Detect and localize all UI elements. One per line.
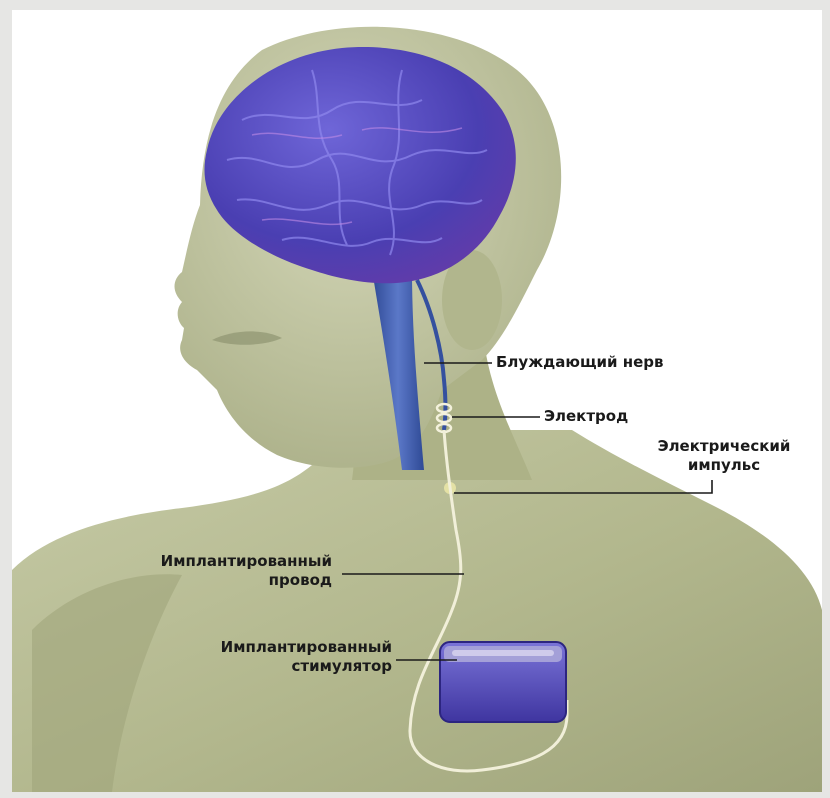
label-implanted-stimulator-line2: стимулятор [182, 657, 392, 676]
label-electrode: Электрод [544, 407, 628, 426]
label-electric-impulse: Электрический импульс [644, 437, 804, 475]
label-vagus-nerve: Блуждающий нерв [496, 353, 664, 372]
label-implanted-stimulator: Имплантированный стимулятор [182, 638, 392, 676]
label-implanted-stimulator-line1: Имплантированный [182, 638, 392, 657]
anatomy-illustration [12, 10, 822, 792]
label-electric-impulse-line1: Электрический [644, 437, 804, 456]
label-implanted-lead-line1: Имплантированный [132, 552, 332, 571]
label-implanted-lead-line2: провод [132, 571, 332, 590]
stimulator-device [440, 642, 566, 722]
label-electric-impulse-line2: импульс [644, 456, 804, 475]
illustration-stage: Блуждающий нерв Электрод Электрический и… [12, 10, 822, 792]
label-implanted-lead: Имплантированный провод [132, 552, 332, 590]
